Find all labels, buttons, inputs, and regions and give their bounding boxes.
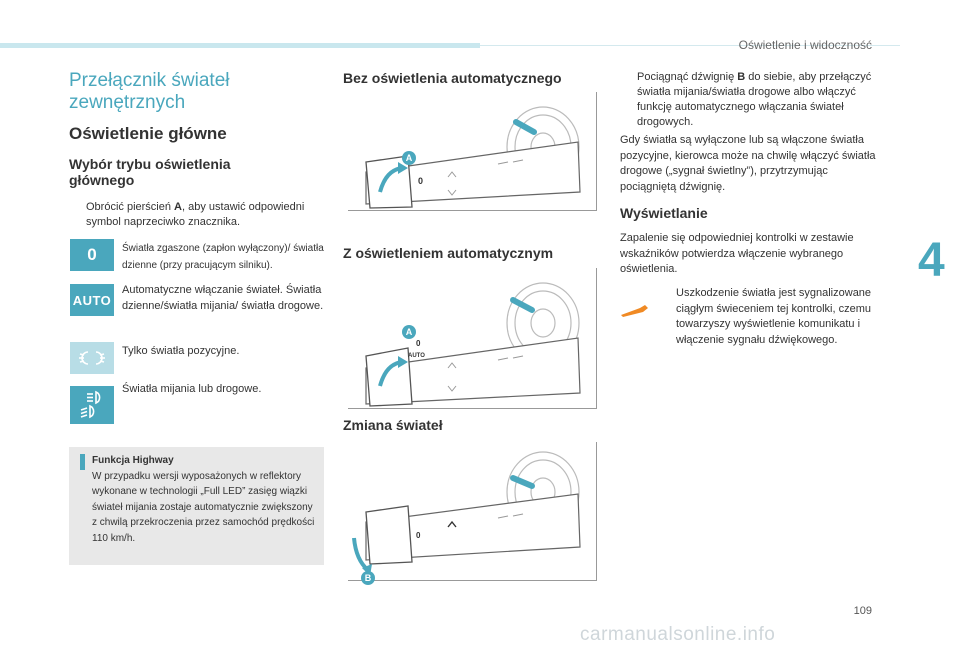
display-heading: Wyświetlanie: [620, 205, 708, 221]
dipped-main-beam-icon: [70, 386, 114, 424]
marker-a-auto: A: [402, 325, 416, 339]
mode-beam-description: Światła mijania lub drogowe.: [122, 383, 262, 395]
section-title: Oświetlenie i widoczność: [738, 38, 872, 52]
position-lights-icon: [70, 342, 114, 374]
svg-text:0: 0: [418, 176, 423, 186]
info-text: W przypadku wersji wyposażonych w reflek…: [92, 471, 315, 544]
mode-auto-description: Automatyczne włączanie świateł. Światła …: [122, 284, 324, 312]
svg-text:0: 0: [416, 531, 421, 540]
page-number: 109: [853, 605, 872, 617]
display-paragraph: Zapalenie się odpowiedniej kontrolki w z…: [620, 232, 854, 275]
heading-switching: Zmiana świateł: [343, 417, 443, 433]
heading-auto: Z oświetleniem automatycznym: [343, 245, 554, 261]
page-title: Przełącznik świateł zewnętrznych: [69, 70, 230, 113]
lever-bullet: Pociągnąć dźwignię B do siebie, aby prze…: [637, 71, 872, 128]
info-box: [69, 447, 324, 565]
header-rule: [480, 45, 900, 46]
mode-off-description: Światła zgaszone (zapłon wyłączony)/ świ…: [122, 243, 324, 271]
off-zero-icon: 0: [70, 239, 114, 271]
warning-bulb-icon: [618, 302, 650, 318]
section-heading: Oświetlenie główne: [69, 124, 227, 143]
stalk-illustration-auto: 0 AUTO: [348, 268, 597, 409]
svg-text:AUTO: AUTO: [408, 353, 425, 359]
header-accent-bar: [0, 43, 480, 48]
info-title: Funkcja Highway: [92, 455, 174, 466]
warning-text: Uszkodzenie światła jest sygnalizowane c…: [676, 287, 872, 346]
ring-label: A: [174, 201, 182, 213]
stalk-illustration-manual: 0: [348, 92, 597, 211]
svg-text:0: 0: [416, 339, 421, 348]
auto-icon: AUTO: [70, 284, 114, 316]
flash-paragraph: Gdy światła są wyłączone lub są włączone…: [620, 134, 876, 193]
subsection-heading: Wybór trybu oświetlenia głównego: [69, 156, 231, 188]
marker-b: B: [361, 571, 375, 585]
heading-no-auto: Bez oświetlenia automatycznego: [343, 70, 562, 86]
instruction-bullet: Obrócić pierścień A, aby ustawić odpowie…: [86, 201, 305, 228]
lever-label: B: [737, 71, 746, 83]
mode-position-description: Tylko światła pozycyjne.: [122, 345, 240, 357]
info-icon: [80, 454, 85, 470]
stalk-illustration-switch: 0: [348, 442, 597, 581]
marker-a: A: [402, 151, 416, 165]
watermark: carmanualsonline.info: [580, 624, 776, 645]
chapter-number: 4: [918, 234, 945, 287]
